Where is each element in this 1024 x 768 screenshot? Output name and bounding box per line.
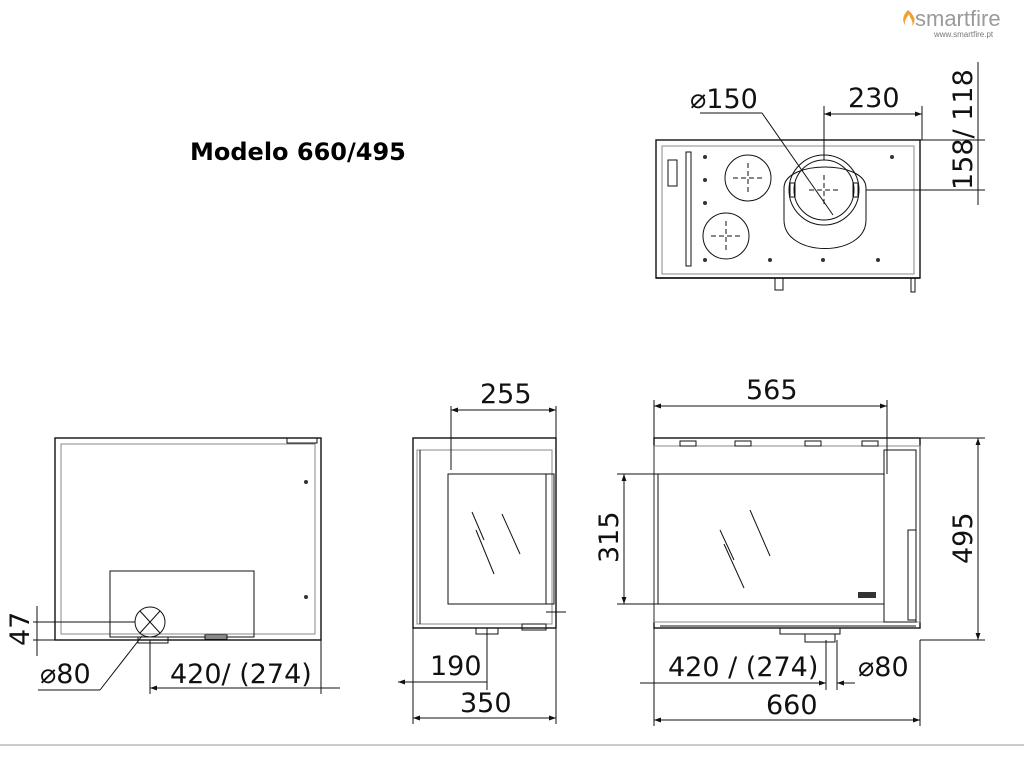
top-view: ⌀150 230 158/ 118 xyxy=(655,62,985,293)
brand-name: smartfire xyxy=(915,6,1001,31)
front-glass-height-label: 315 xyxy=(594,511,625,563)
section-view: 255 190 350 xyxy=(398,379,566,724)
section-width-label: 255 xyxy=(480,379,532,410)
front-inlet-diameter-label: ⌀80 xyxy=(858,652,909,683)
top-flue-offset-label: 230 xyxy=(848,83,900,114)
top-flue-diameter-label: ⌀150 xyxy=(690,84,758,115)
flame-icon xyxy=(903,10,915,26)
section-depth-label: 350 xyxy=(460,688,512,719)
brand-logo: smartfire www.smartfire.pt xyxy=(903,6,1001,39)
side-inlet-diameter-label: ⌀80 xyxy=(40,659,91,690)
front-inlet-offset-label: 420 / (274) xyxy=(668,652,818,683)
brand-url: www.smartfire.pt xyxy=(933,30,994,39)
section-offset-label: 190 xyxy=(430,651,482,682)
front-total-width-label: 660 xyxy=(766,690,818,721)
side-height-label: 47 xyxy=(5,612,36,646)
model-title: Modelo 660/495 xyxy=(190,138,406,166)
top-depth-label: 158/ 118 xyxy=(948,69,979,190)
front-width-label: 565 xyxy=(746,375,798,406)
front-total-height-label: 495 xyxy=(948,512,979,564)
side-inlet-offset-label: 420/ (274) xyxy=(170,659,312,690)
front-view: 565 315 495 420 / (274) ⌀80 660 xyxy=(594,375,985,726)
side-view: 47 ⌀80 420/ (274) xyxy=(5,437,340,694)
